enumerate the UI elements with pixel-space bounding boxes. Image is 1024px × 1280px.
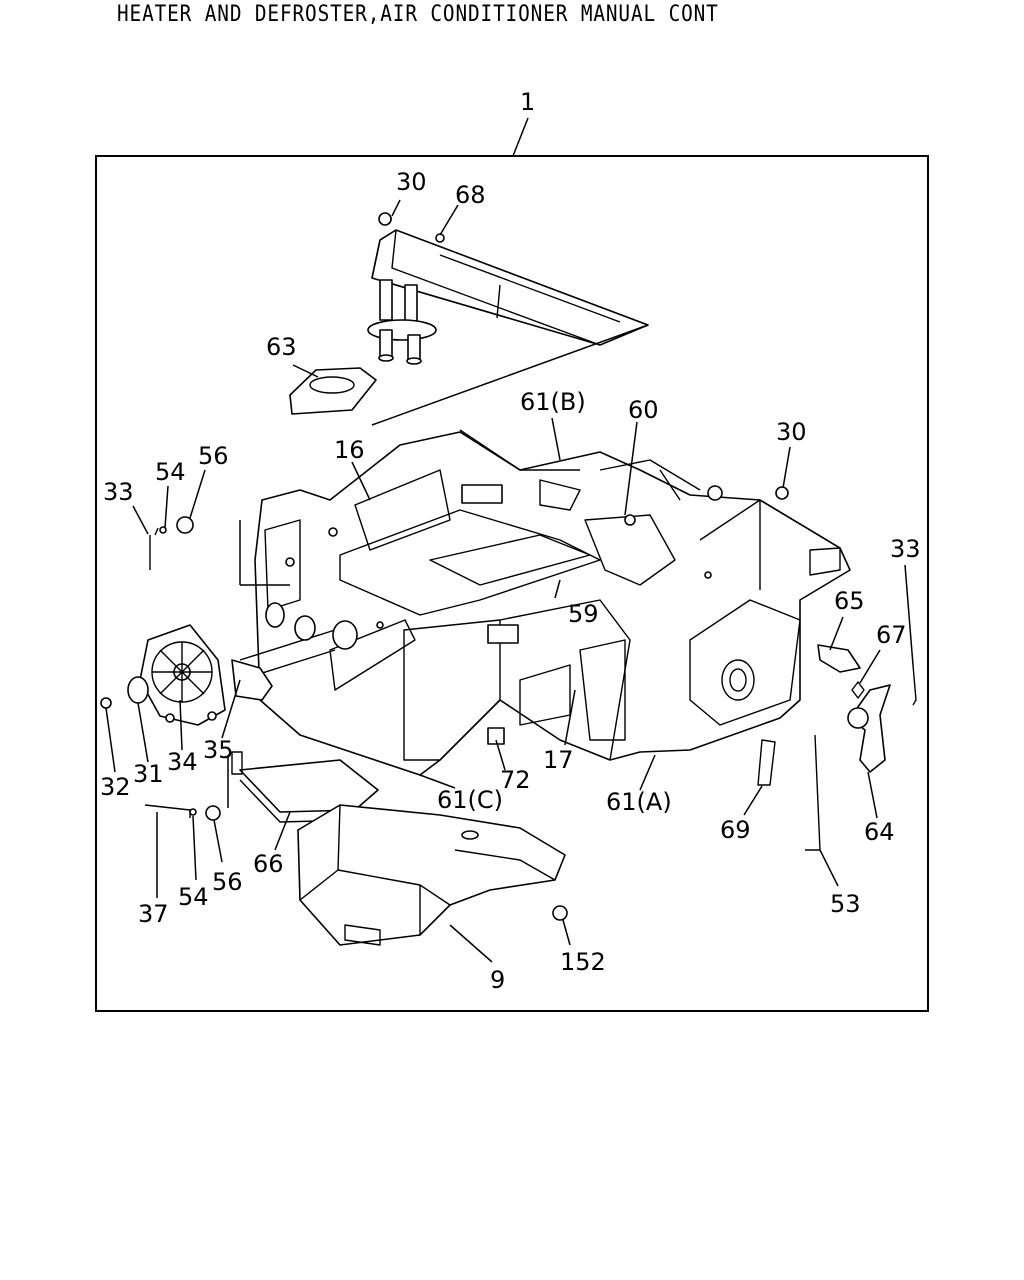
callout-56-bottom: 56 xyxy=(212,868,243,896)
lever-arm-part xyxy=(849,684,891,773)
callout-152: 152 xyxy=(560,948,606,976)
callout-35: 35 xyxy=(203,736,234,764)
gasket-part xyxy=(289,367,377,415)
callout-61a: 61(A) xyxy=(606,788,672,816)
callout-64: 64 xyxy=(864,818,895,846)
callout-54-top: 54 xyxy=(155,458,186,486)
heater-case-part xyxy=(254,429,851,776)
callout-16: 16 xyxy=(334,436,365,464)
callout-32: 32 xyxy=(100,773,131,801)
callout-69: 69 xyxy=(720,816,751,844)
wire-part xyxy=(144,804,191,818)
callout-9: 9 xyxy=(490,966,505,994)
assembly-frame xyxy=(95,155,929,1012)
callout-33-right: 33 xyxy=(890,535,921,563)
spring-part xyxy=(149,527,159,570)
callout-17: 17 xyxy=(543,746,574,774)
rod-part xyxy=(805,734,821,851)
screw-part xyxy=(100,697,112,709)
callout-61c: 61(C) xyxy=(437,786,503,814)
diagram-title: HEATER AND DEFROSTER,AIR CONDITIONER MAN… xyxy=(117,2,719,27)
callout-65: 65 xyxy=(834,587,865,615)
callout-1: 1 xyxy=(520,88,535,116)
callout-34: 34 xyxy=(167,748,198,776)
callout-72: 72 xyxy=(500,766,531,794)
callout-60: 60 xyxy=(628,396,659,424)
callout-68: 68 xyxy=(455,181,486,209)
callout-61b: 61(B) xyxy=(520,388,586,416)
leader-lines xyxy=(105,199,914,963)
callout-56-top: 56 xyxy=(198,442,229,470)
link-part xyxy=(817,644,861,673)
callout-30-right: 30 xyxy=(776,418,807,446)
damper-shaft-part xyxy=(231,602,358,701)
callout-63: 63 xyxy=(266,333,297,361)
nut-part xyxy=(552,905,568,921)
callout-59: 59 xyxy=(568,600,599,628)
callout-31: 31 xyxy=(133,760,164,788)
washer-part xyxy=(127,676,149,704)
lower-case-part xyxy=(297,804,566,946)
callout-67: 67 xyxy=(876,621,907,649)
callout-33-left: 33 xyxy=(103,478,134,506)
actuator-part xyxy=(139,624,226,726)
callout-53: 53 xyxy=(830,890,861,918)
heater-core-part xyxy=(367,213,649,365)
callout-30-top: 30 xyxy=(396,168,427,196)
callout-66: 66 xyxy=(253,850,284,878)
callout-54-bottom: 54 xyxy=(178,883,209,911)
leader-1 xyxy=(512,117,529,157)
clip-part xyxy=(757,739,776,786)
callout-37: 37 xyxy=(138,900,169,928)
